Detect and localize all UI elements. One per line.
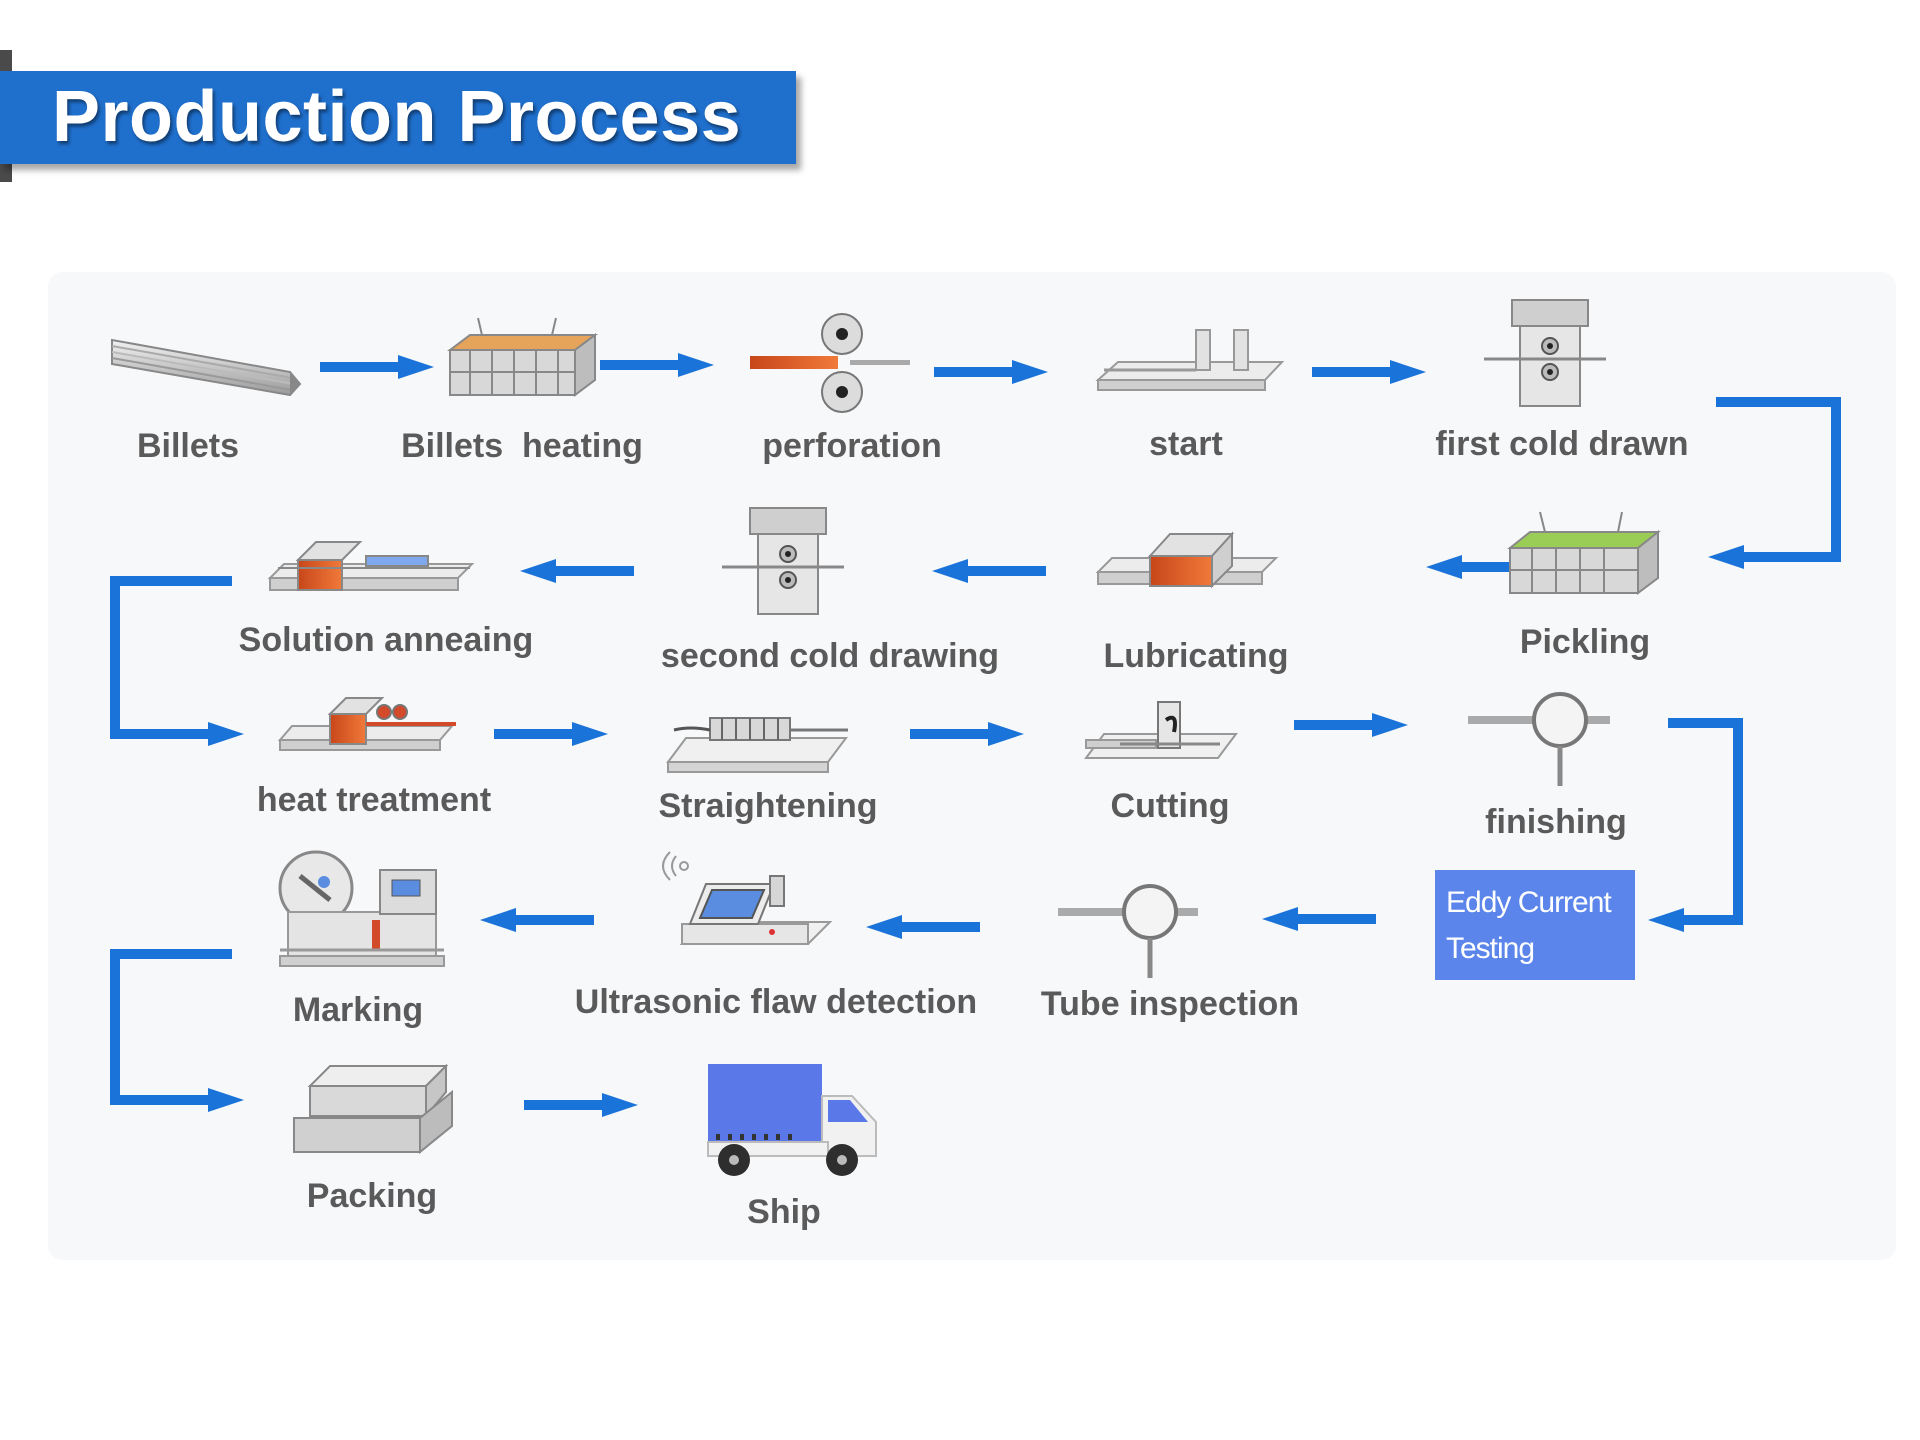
- connector-arrowhead: [1648, 908, 1684, 932]
- connector-arrowhead: [208, 1088, 244, 1112]
- flow-arrow-right: [910, 722, 1024, 746]
- eddy-label-line-1: Eddy Current: [1446, 886, 1612, 919]
- flow-arrow-right: [320, 355, 434, 379]
- step-label-billets-heating: Billets heating: [401, 427, 643, 465]
- flow-arrow-left: [866, 915, 980, 939]
- flow-arrow-left: [1262, 907, 1376, 931]
- flow-arrow-left: [520, 559, 634, 583]
- cutting-machine-icon: [1084, 701, 1238, 759]
- step-label-solution-annealing: Solution anneaing: [238, 621, 534, 659]
- step-label-heat-treatment: heat treatment: [256, 781, 492, 819]
- connector-arrowhead: [1708, 545, 1744, 569]
- title-banner: Production Process: [0, 71, 796, 164]
- pickling-tank-icon: [1507, 511, 1661, 595]
- flow-arrow-left: [1426, 555, 1540, 579]
- annealing-furnace-icon: [267, 541, 475, 591]
- flow-arrow-left: [480, 908, 594, 932]
- step-label-marking: Marking: [292, 991, 424, 1029]
- step-label-start: start: [1149, 425, 1223, 463]
- flow-arrow-right: [1312, 360, 1426, 384]
- step-label-second-cold-drawing: second cold drawing: [660, 637, 1000, 675]
- flow-arrow-right: [524, 1093, 638, 1117]
- page-title: Production Process: [52, 77, 742, 157]
- cold-drawing-mill-icon: [722, 507, 844, 615]
- step-label-packing: Packing: [306, 1177, 438, 1215]
- flow-arrow-right: [494, 722, 608, 746]
- flow-arrow-right: [1294, 713, 1408, 737]
- step-label-lubricating: Lubricating: [1103, 637, 1289, 675]
- connector-row3-row4: [1668, 718, 1743, 925]
- truck-icon: [707, 1064, 877, 1176]
- billets-icon: [111, 338, 302, 397]
- eddy-current-testing-box: Eddy Current Testing: [1435, 870, 1635, 980]
- step-label-pickling: Pickling: [1519, 623, 1651, 661]
- heat-treatment-machine-icon: [277, 697, 456, 751]
- finishing-gauge-icon: [1468, 692, 1610, 786]
- step-label-finishing: finishing: [1485, 803, 1627, 841]
- step-label-ultrasonic-flaw-detection: Ultrasonic flaw detection: [574, 983, 978, 1021]
- flow-arrow-right: [600, 353, 714, 377]
- heating-furnace-icon: [447, 317, 598, 397]
- marking-machine-icon: [278, 850, 445, 967]
- perforation-rollers-icon: [750, 313, 910, 413]
- start-bench-icon: [1095, 329, 1285, 391]
- connector-arrowhead: [208, 722, 244, 746]
- straightening-machine-icon: [666, 717, 848, 773]
- step-label-cutting: Cutting: [1110, 787, 1230, 825]
- step-label-tube-inspection: Tube inspection: [1040, 985, 1300, 1023]
- eddy-label-line-2: Testing: [1446, 932, 1535, 965]
- lubricating-machine-icon: [1095, 531, 1279, 589]
- flow-arrow-right: [934, 360, 1048, 384]
- inspection-gauge-icon: [1058, 884, 1198, 978]
- step-label-first-cold-drawn: first cold drawn: [1435, 425, 1689, 463]
- ultrasonic-detector-icon: [662, 851, 833, 945]
- step-label-perforation: perforation: [762, 427, 942, 465]
- step-label-straightening: Straightening: [658, 787, 878, 825]
- connector-row1-row2: [1716, 397, 1841, 562]
- cold-drawing-mill-icon: [1484, 299, 1606, 407]
- connector-row2-row3: [110, 576, 232, 739]
- packed-crates-icon: [293, 1063, 453, 1155]
- connector-row4-row5: [110, 949, 232, 1105]
- step-label-ship: Ship: [747, 1193, 821, 1231]
- step-label-billets: Billets: [136, 427, 240, 465]
- flow-arrow-left: [932, 559, 1046, 583]
